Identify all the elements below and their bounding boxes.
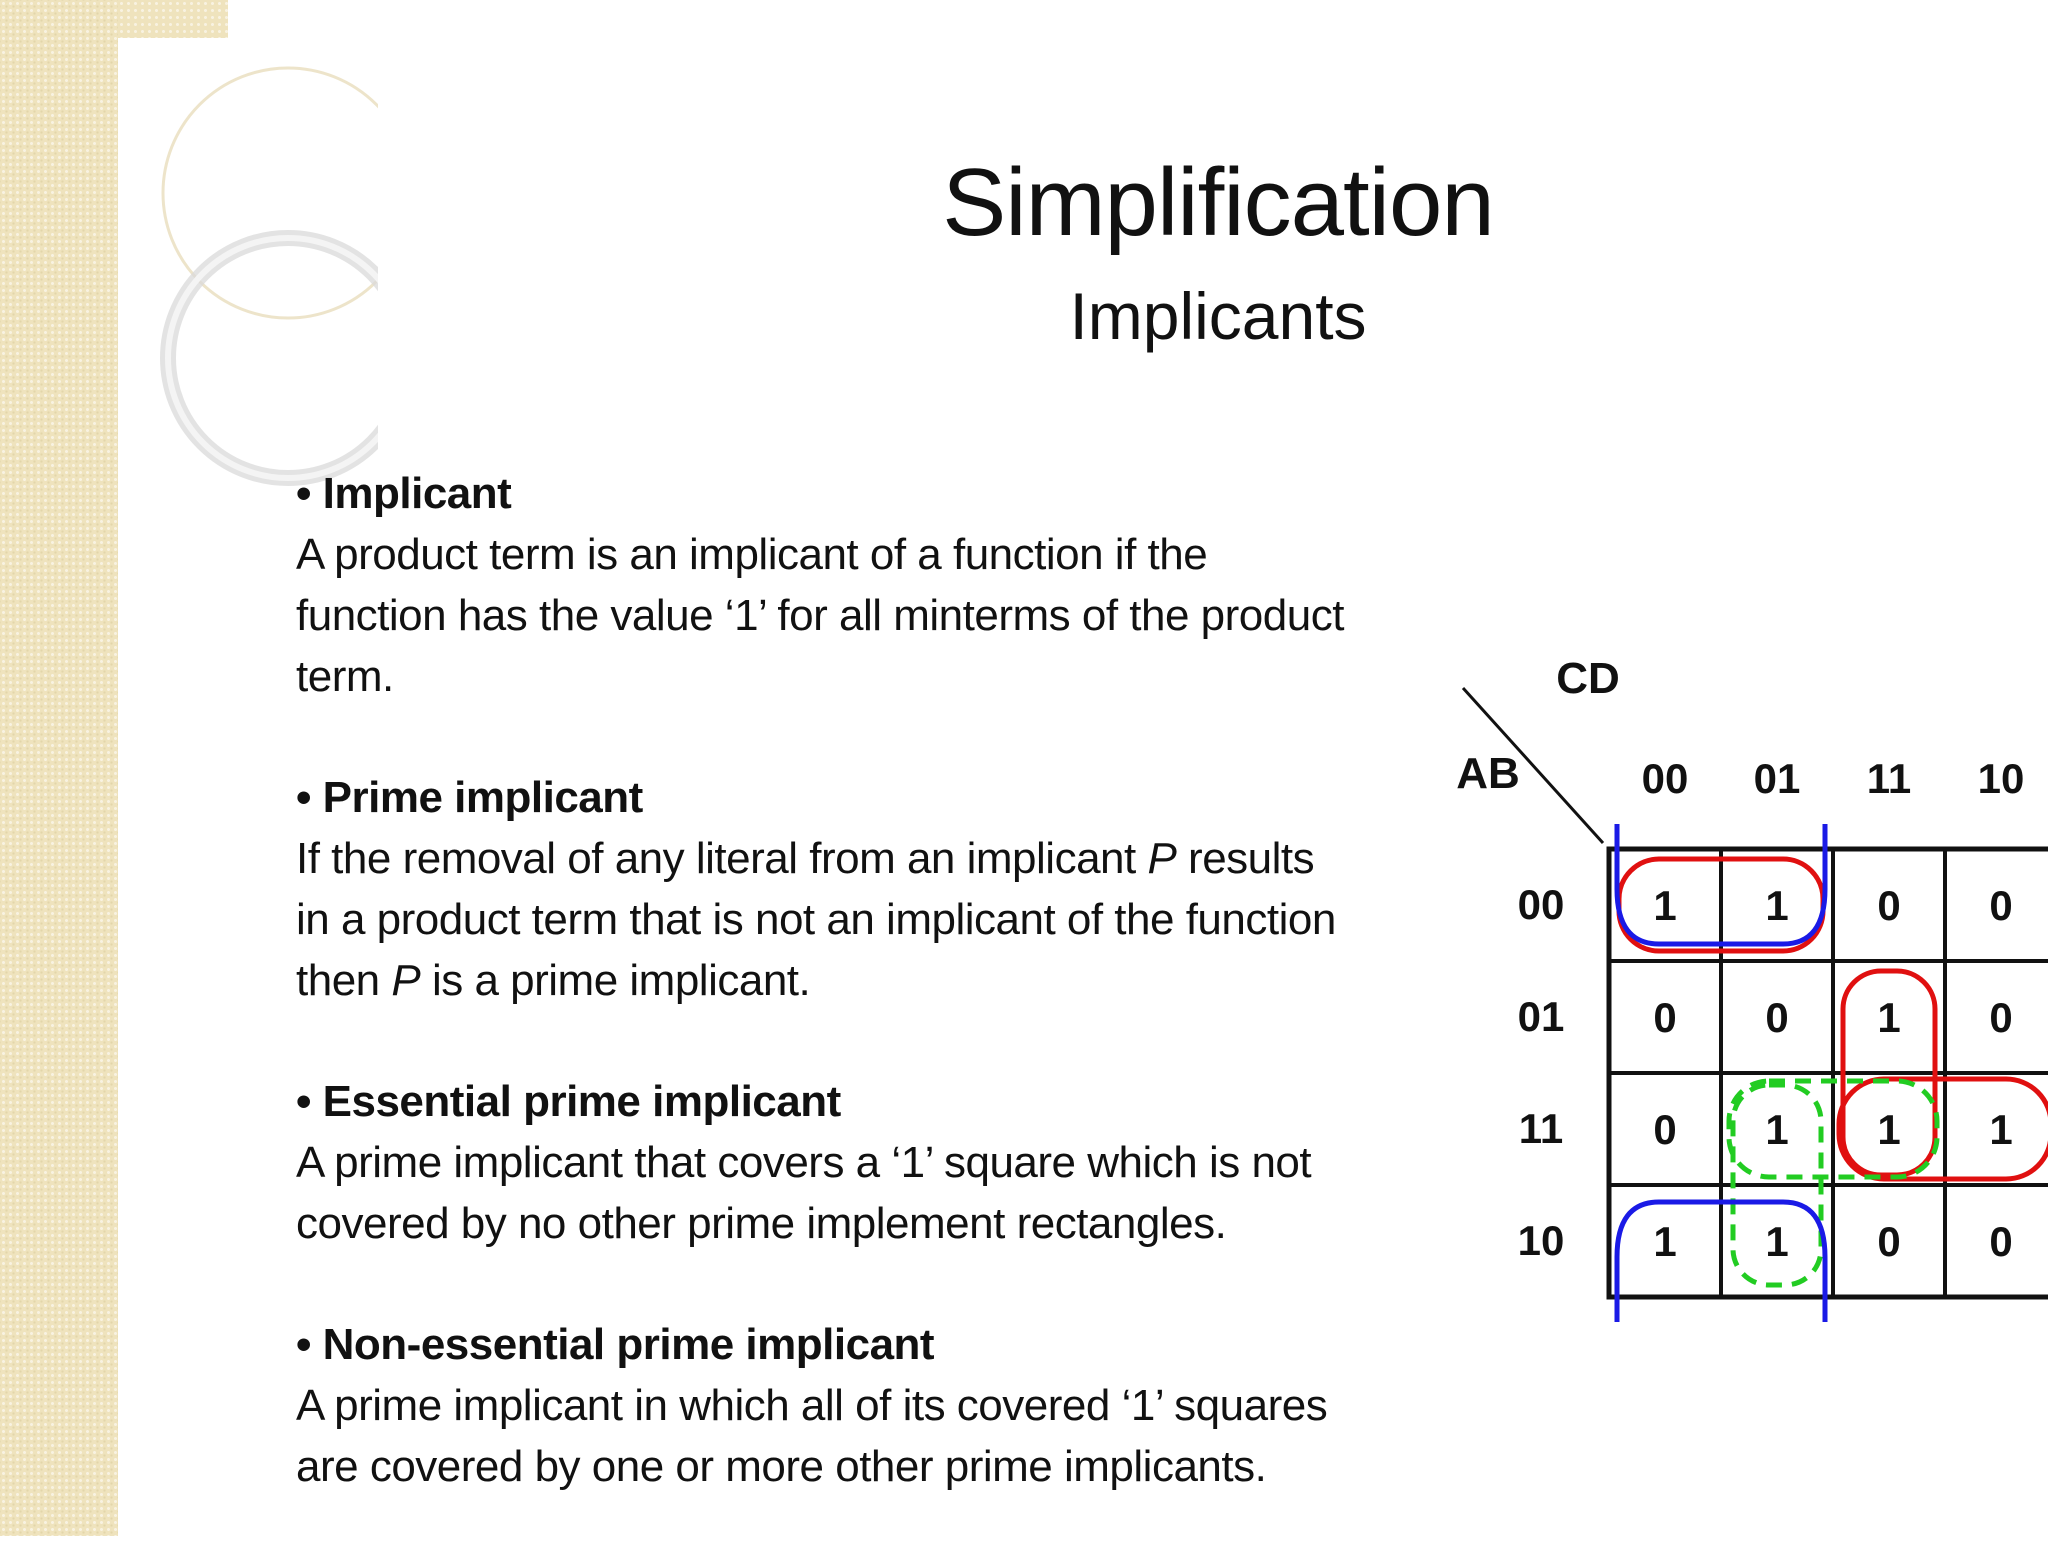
term-essential-prime-implicant: • Essential prime implicant (296, 1077, 842, 1126)
kmap-cell-value: 1 (1765, 1106, 1788, 1153)
slide-title: Simplification (942, 149, 1495, 256)
definition-line: If the removal of any literal from an im… (296, 834, 1315, 883)
definition-line: A product term is an implicant of a func… (296, 530, 1208, 579)
definition-prime-implicant: If the removal of any literal from an im… (296, 828, 1446, 1011)
kmap-groupings (1614, 824, 2048, 1322)
term-implicant: • Implicant (296, 469, 512, 518)
kmap-cell-value: 0 (1989, 994, 2012, 1041)
group-blue-bottom (1614, 1199, 1828, 1322)
kmap-cell-value: 0 (1877, 1218, 1900, 1265)
kmap-col-label: 00 (1642, 755, 1689, 802)
kmap-col-label: 10 (1978, 755, 2025, 802)
kmap-cell-value: 0 (1653, 994, 1676, 1041)
kmap-col-label: 11 (1867, 755, 1911, 802)
definition-line: are covered by one or more other prime i… (296, 1442, 1267, 1491)
definition-line: A prime implicant in which all of its co… (296, 1381, 1328, 1430)
kmap-cell-value: 0 (1653, 1106, 1676, 1153)
slide-subtitle: Implicants (1069, 279, 1367, 353)
definition-essential-prime-implicant: A prime implicant that covers a ‘1’ squa… (296, 1132, 1446, 1254)
term-label: Essential prime implicant (322, 1077, 842, 1126)
definition-line: in a product term that is not an implica… (296, 895, 1336, 944)
kmap-col-label: 01 (1754, 755, 1801, 802)
term-label: Prime implicant (322, 773, 644, 822)
group-red-col2 (1840, 968, 1938, 1178)
kmap-cell-value: 1 (1765, 1218, 1788, 1265)
term-label: Implicant (322, 469, 512, 518)
decor-rings (156, 61, 378, 486)
top-decor-corner (118, 0, 228, 38)
term-prime-implicant: • Prime implicant (296, 773, 644, 822)
term-non-essential-prime-implicant: • Non-essential prime implicant (296, 1320, 935, 1369)
kmap-grid (1461, 686, 2048, 1300)
kmap-row-label: 01 (1518, 993, 1565, 1040)
kmap-cell-value: 0 (1877, 882, 1900, 929)
kmap-cell-value: 1 (1989, 1106, 2012, 1153)
kmap-col-variable: CD (1556, 654, 1620, 703)
kmap-cell-value: 1 (1877, 994, 1900, 1041)
kmap-cell-value: 0 (1989, 882, 2012, 929)
group-green-col1 (1730, 1082, 1824, 1288)
definition-non-essential-prime-implicant: A prime implicant in which all of its co… (296, 1375, 1446, 1497)
kmap-cell-value: 1 (1653, 882, 1676, 929)
kmap-row-label: 10 (1518, 1217, 1565, 1264)
kmap-cell-value: 1 (1765, 882, 1788, 929)
definition-list: • Implicant A product term is an implica… (296, 463, 1446, 1557)
kmap-cell-value: 1 (1877, 1106, 1900, 1153)
definition-line: term. (296, 652, 394, 701)
definition-line: A prime implicant that covers a ‘1’ squa… (296, 1138, 1312, 1187)
kmap-cell-value: 0 (1989, 1218, 2012, 1265)
slide: Simplification Implicants • Implicant A … (118, 38, 2048, 1536)
definition-line: function has the value ‘1’ for all minte… (296, 591, 1344, 640)
definition-implicant: A product term is an implicant of a func… (296, 524, 1446, 707)
left-decor-strip (0, 0, 118, 1536)
term-label: Non-essential prime implicant (322, 1320, 935, 1369)
kmap-row-label: 11 (1519, 1105, 1563, 1152)
kmap-cell-value: 1 (1653, 1218, 1676, 1265)
group-blue-top (1614, 824, 1828, 947)
kmap-row-label: 00 (1518, 881, 1565, 928)
kmap-diagonal (1461, 686, 1605, 845)
kmap-cell-value: 0 (1765, 994, 1788, 1041)
kmap-row-variable: AB (1456, 749, 1520, 798)
group-green-row2 (1726, 1078, 1940, 1180)
definition-line: covered by no other prime implement rect… (296, 1199, 1227, 1248)
definition-line: then P is a prime implicant. (296, 956, 811, 1005)
group-red-row2 (1836, 1076, 2048, 1182)
